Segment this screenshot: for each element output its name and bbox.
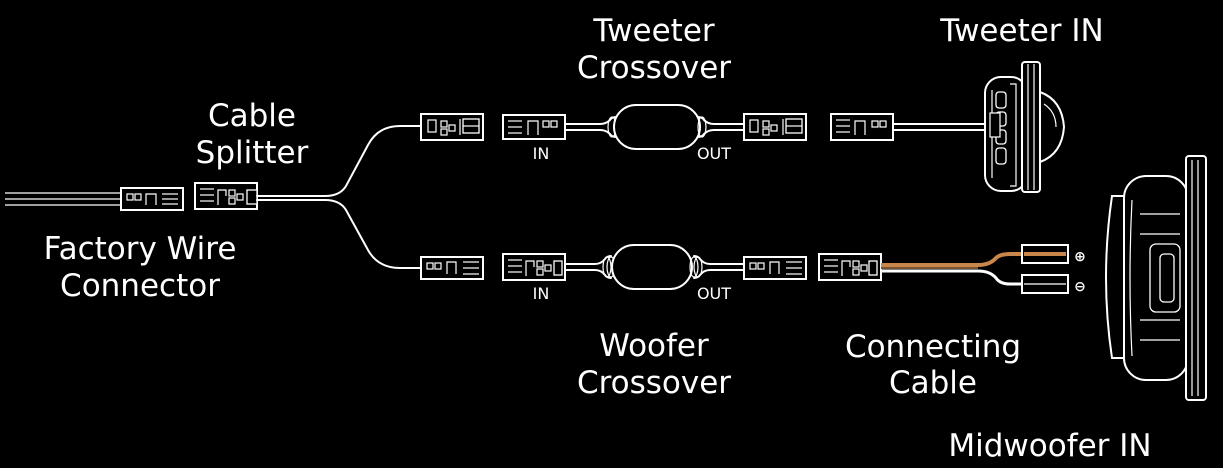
tweeter-crossover: IN OUT — [502, 104, 807, 163]
tweeter-input-connector — [830, 113, 894, 141]
connecting-cable-label-line2: Cable — [889, 365, 977, 401]
splitter-y-wire — [256, 125, 423, 269]
splitter-top-output-connector — [420, 113, 484, 141]
tweeter-speaker — [984, 61, 1066, 193]
tweeter-out-port-label: OUT — [697, 144, 731, 163]
tweeter-crossover-label-line2: Crossover — [577, 50, 731, 86]
tweeter-in-port-label: IN — [533, 144, 550, 163]
woofer-in-port-label: IN — [533, 284, 550, 303]
factory-wire-connector-label-line1: Factory Wire — [44, 231, 237, 267]
woofer-crossover-in-connector — [502, 253, 566, 281]
connecting-cable-label-line1: Connecting — [845, 329, 1021, 365]
factory-connector — [120, 187, 184, 211]
factory-wire — [5, 192, 122, 206]
midwoofer-speaker — [1105, 155, 1207, 401]
woofer-crossover-label-line2: Crossover — [577, 365, 731, 401]
tweeter-in-label: Tweeter IN — [939, 13, 1103, 49]
factory-wire-connector-label-line2: Connector — [60, 268, 220, 304]
positive-terminal-symbol: ⊕ — [1074, 249, 1086, 265]
connecting-cable: ⊕ ⊖ — [818, 244, 1086, 295]
cable-splitter-label-line1: Cable — [208, 98, 296, 134]
woofer-crossover: IN OUT — [502, 244, 807, 303]
midwoofer-in-label: Midwoofer IN — [948, 428, 1151, 464]
woofer-crossover-label-line1: Woofer — [599, 328, 709, 364]
tweeter-crossover-in-connector — [502, 114, 566, 140]
woofer-out-port-label: OUT — [697, 284, 731, 303]
tweeter-crossover-label-line1: Tweeter — [592, 13, 715, 49]
tweeter-crossover-out-connector — [743, 113, 807, 141]
splitter-bottom-output-connector — [420, 256, 484, 280]
woofer-crossover-out-connector — [743, 256, 807, 280]
splitter-input-connector — [194, 182, 258, 210]
cable-splitter-label-line2: Splitter — [196, 135, 309, 171]
negative-terminal-symbol: ⊖ — [1074, 279, 1086, 295]
